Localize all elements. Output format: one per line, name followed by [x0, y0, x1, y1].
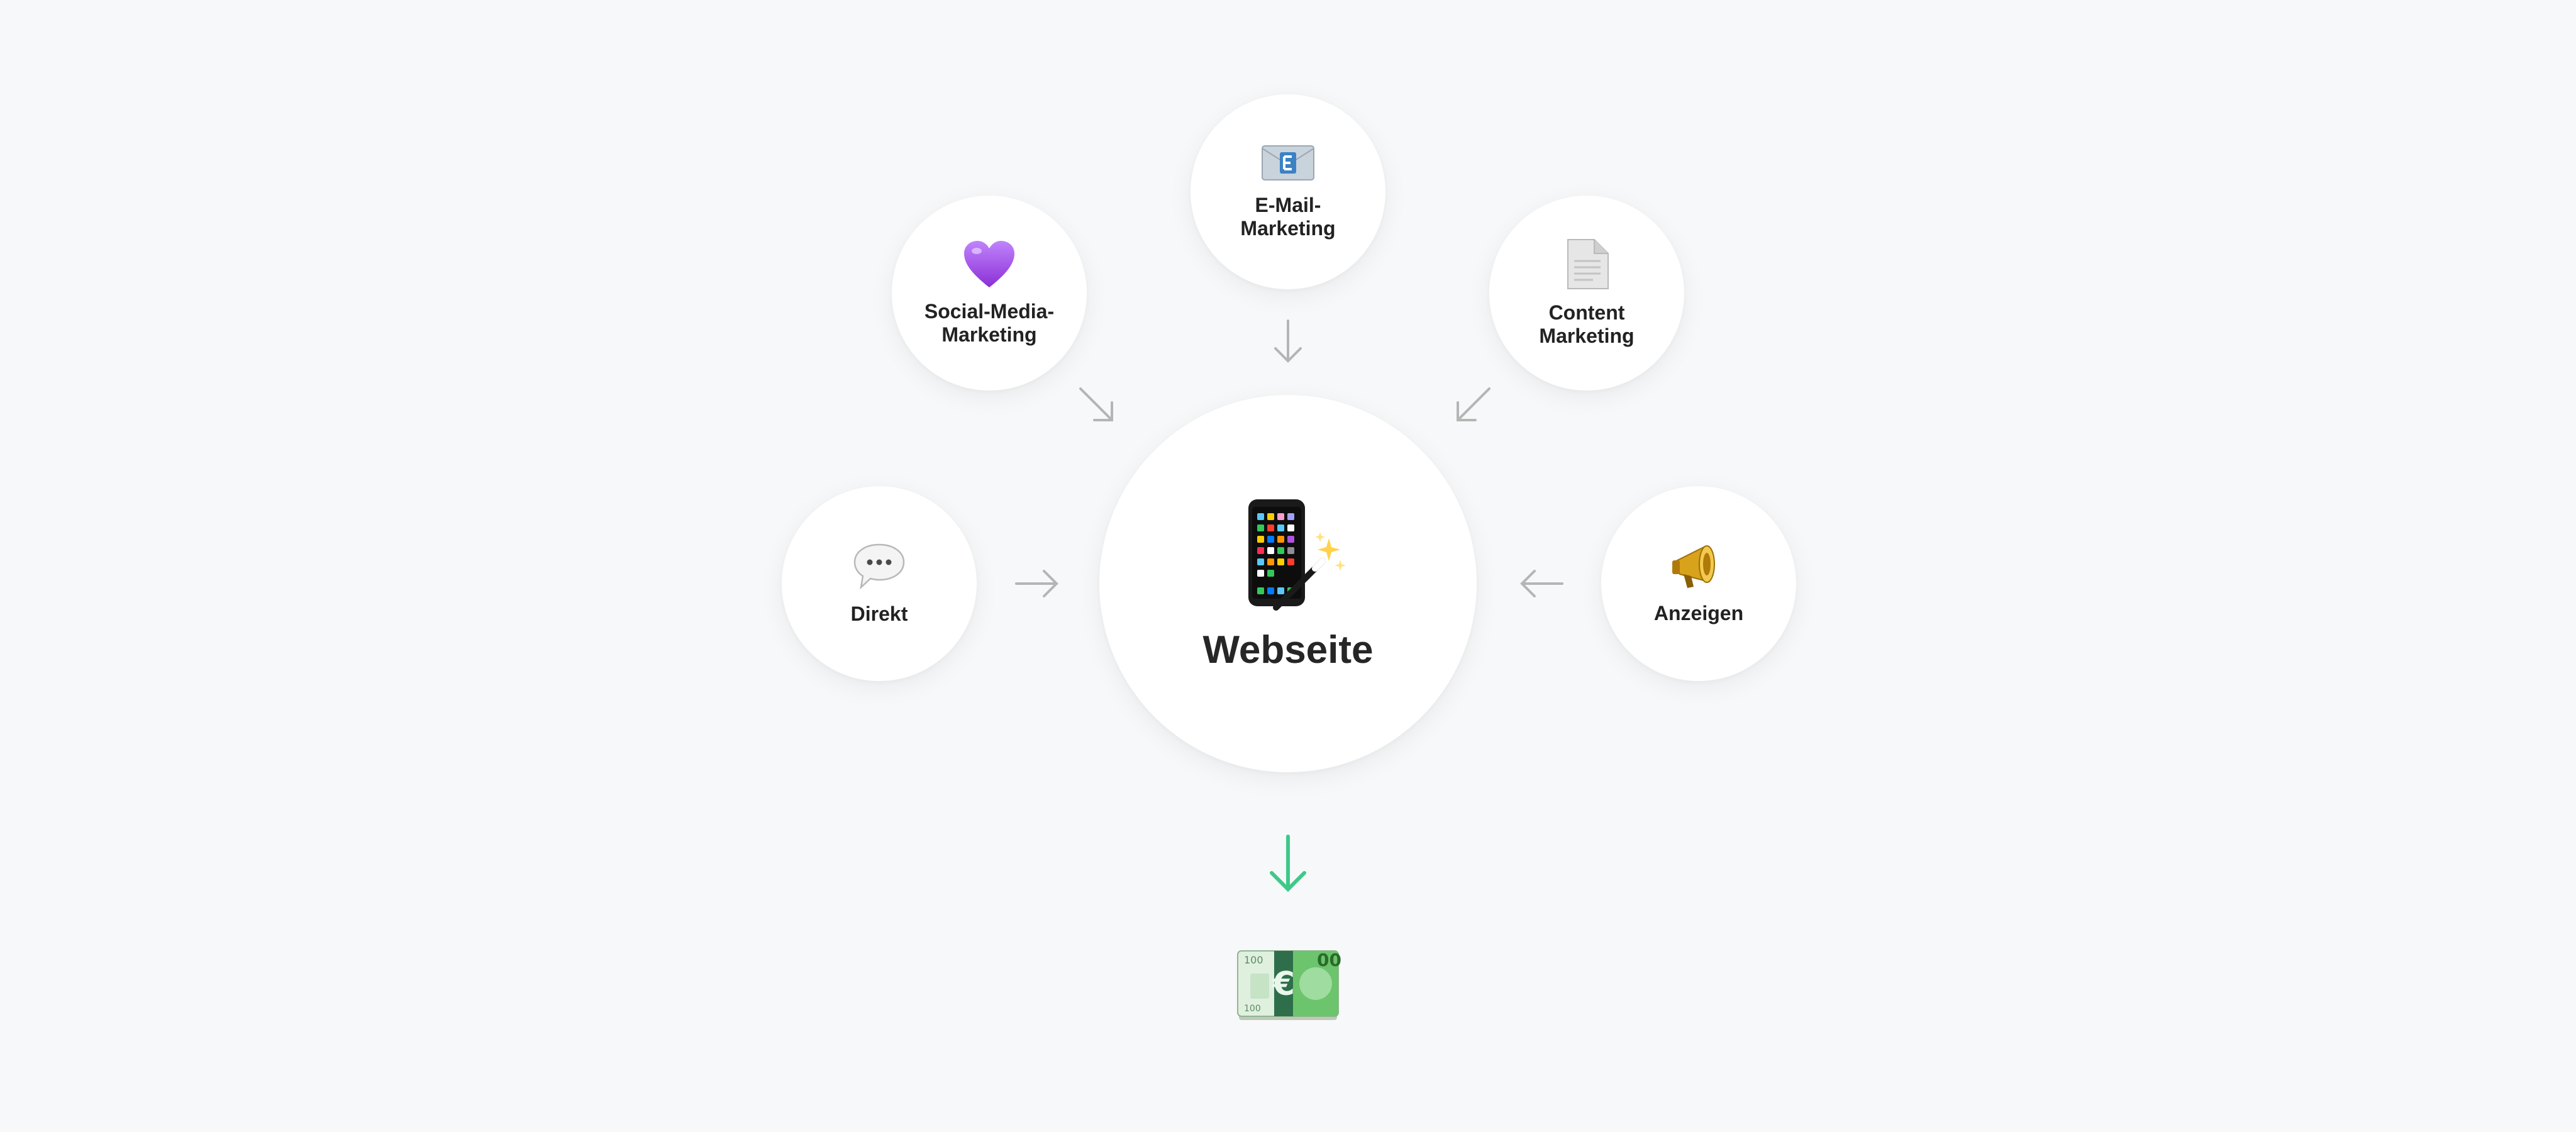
- node-anzeigen: Anzeigen: [1601, 486, 1796, 681]
- euro-banknotes-icon: € 100 100 00: [1235, 946, 1341, 1027]
- arrow-webseite-to-revenue: [1270, 835, 1306, 892]
- node-social-media-marketing: Social-Media-Marketing: [892, 196, 1087, 391]
- page-document-icon: [1564, 238, 1609, 290]
- node-label: Direkt: [850, 602, 908, 625]
- center-label: Webseite: [1202, 628, 1374, 672]
- envelope-icon: [1261, 143, 1315, 182]
- node-label: E-Mail-Marketing: [1240, 194, 1336, 240]
- arrow-content-to-webseite: [1457, 387, 1491, 421]
- node-label: Content Marketing: [1539, 301, 1635, 347]
- svg-text:00: 00: [1317, 950, 1341, 970]
- arrow-social-to-webseite: [1079, 387, 1113, 421]
- arrow-anzeigen-to-webseite: [1520, 570, 1563, 597]
- node-label: Social-Media-Marketing: [924, 300, 1055, 346]
- arrow-email-to-webseite: [1274, 319, 1302, 363]
- node-email-marketing: E-Mail-Marketing: [1191, 94, 1385, 289]
- node-content-marketing: Content Marketing: [1489, 196, 1684, 391]
- speech-bubble-icon: [852, 542, 906, 591]
- mobile-phone-magic-wand-icon: [1228, 494, 1348, 614]
- svg-text:100: 100: [1244, 954, 1263, 966]
- arrow-direkt-to-webseite: [1015, 570, 1058, 597]
- purple-heart-icon: [963, 240, 1016, 289]
- node-webseite: Webseite: [1099, 395, 1477, 772]
- svg-text:100: 100: [1244, 1004, 1261, 1014]
- svg-text:€: €: [1272, 965, 1295, 1003]
- megaphone-icon: [1671, 543, 1726, 591]
- node-label: Anzeigen: [1653, 601, 1744, 624]
- node-direkt: Direkt: [782, 486, 977, 681]
